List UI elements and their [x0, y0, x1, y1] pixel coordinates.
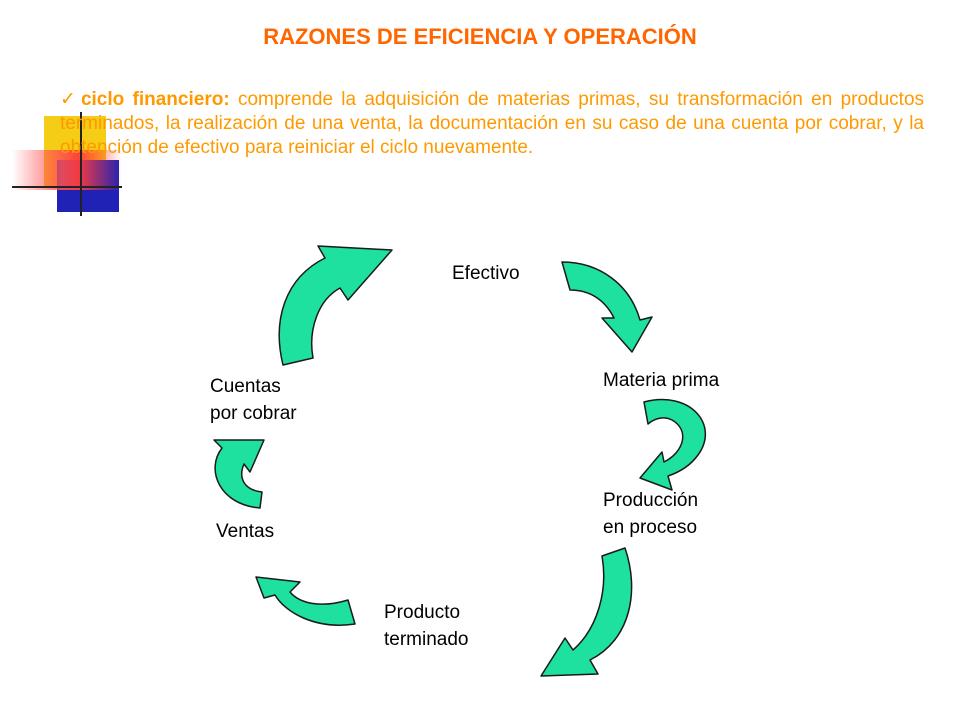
definition-text: comprende la adquisición de materias pri…	[60, 89, 925, 158]
stage-label-efectivo: Efectivo	[452, 263, 520, 284]
decorative-vertical-line	[80, 112, 82, 216]
cycle-arrow-efectivo-to-materia-prima	[561, 261, 653, 353]
cycle-arrow-ventas-to-cuentas	[213, 439, 265, 509]
page-title: RAZONES DE EFICIENCIA Y OPERACIÓN	[263, 24, 697, 49]
decorative-red-bar	[12, 150, 122, 190]
stage-label-materia-prima: Materia prima	[603, 370, 720, 391]
cycle-arrow-produccion-to-producto-terminado	[540, 547, 633, 677]
cycle-arrow-cuentas-to-efectivo	[278, 245, 393, 366]
cycle-arrow-materia-prima-to-produccion	[639, 398, 707, 491]
stage-label-produccion-en-proceso: Producción en proceso	[603, 490, 699, 538]
checkmark-icon: ✓	[60, 89, 79, 110]
decorative-horizontal-line	[12, 186, 122, 188]
cycle-arrow-producto-terminado-to-ventas	[255, 576, 356, 626]
stage-label-cuentas-por-cobrar: Cuentas por cobrar	[210, 376, 297, 424]
stage-label-producto-terminado: Producto terminado	[384, 602, 469, 650]
definition-paragraph: ✓ciclo financiero: comprende la adquisic…	[60, 88, 924, 160]
stage-label-ventas: Ventas	[216, 521, 275, 542]
definition-term: ciclo financiero:	[80, 89, 230, 110]
